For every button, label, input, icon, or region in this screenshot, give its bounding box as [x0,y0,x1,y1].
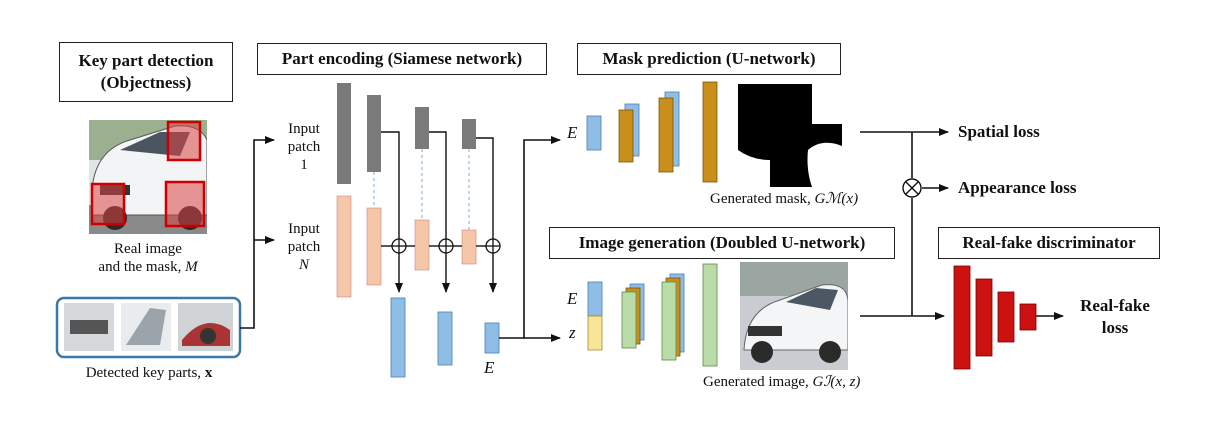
mask-E-label: E [567,123,578,142]
encoder-arrows [381,131,497,293]
generation-unet-blocks [587,263,718,367]
input-patch-n-label: Input patch N [287,221,321,273]
key-part-thumb-3 [178,303,233,351]
key-part-thumb-1 [64,303,114,351]
gen-E-label: E [567,289,578,308]
sum-nodes [391,238,501,254]
real-image-caption: Real image and the mask, M [98,241,198,275]
discriminator-blocks [953,265,1037,370]
key-part-detection-title: Key part detection (Objectness) [59,42,233,102]
key-part-thumb-2 [121,303,171,351]
encoder-blocks [336,83,500,378]
encoding-E-label: E [484,358,495,377]
generated-mask-image [738,84,842,187]
mask-overlays [90,120,206,228]
part-encoding-title: Part encoding (Siamese network) [257,43,547,75]
input-patch-1-label: Input patch 1 [287,121,321,173]
mask-unet-blocks [586,81,718,183]
image-generation-title: Image generation (Doubled U-network) [549,227,895,259]
loss-routing [860,128,1064,320]
appearance-loss-label: Appearance loss [958,178,1077,197]
gen-z-label: z [569,323,576,342]
real-fake-loss-label: Real-fake loss [1080,296,1150,337]
spatial-loss-label: Spatial loss [958,122,1040,141]
generated-image-caption: Generated image, Gℐ(x, z) [703,374,861,390]
generated-car-image [740,262,848,370]
product-node [902,178,922,198]
detected-key-parts-caption: Detected key parts, x [85,365,213,381]
generated-mask-caption: Generated mask, Gℳ(x) [710,191,859,207]
mask-prediction-title: Mask prediction (U-network) [577,43,841,75]
real-fake-discriminator-title: Real-fake discriminator [938,227,1160,259]
